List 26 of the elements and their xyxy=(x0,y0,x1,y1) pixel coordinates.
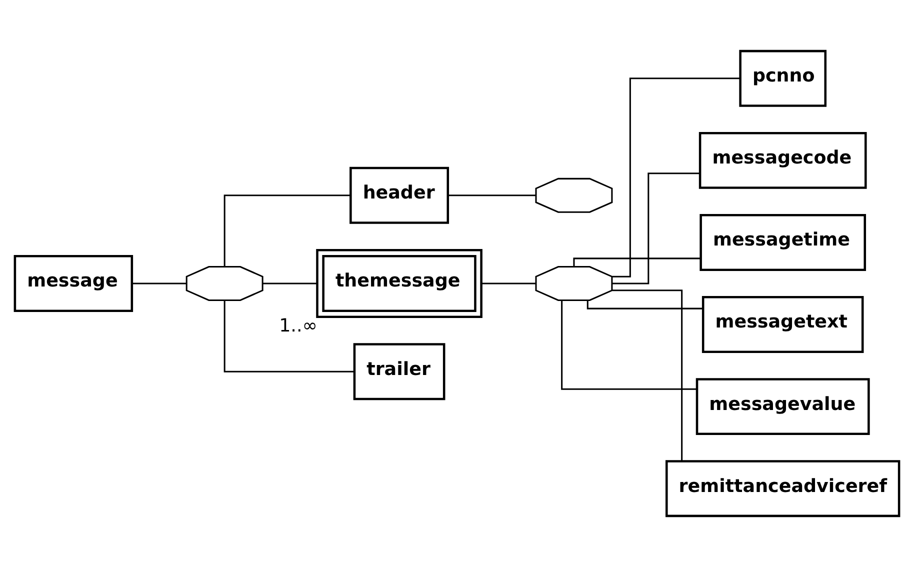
connector xyxy=(573,258,700,266)
node-box: messagetime xyxy=(700,214,866,271)
connector xyxy=(448,194,536,196)
node-box: themessage xyxy=(316,248,482,318)
node-box: trailer xyxy=(353,343,446,400)
connector xyxy=(612,78,740,278)
connector xyxy=(482,282,536,284)
connector xyxy=(612,290,683,461)
connector xyxy=(561,300,697,390)
connector xyxy=(612,172,700,284)
node-box: pcnno xyxy=(739,50,827,107)
node-box: messagecode xyxy=(698,132,867,189)
connector xyxy=(586,300,703,310)
connector xyxy=(224,300,354,372)
node-box: header xyxy=(350,166,450,224)
node-octagon xyxy=(535,266,613,301)
node-label: 1..∞ xyxy=(279,316,318,337)
node-box: message xyxy=(14,255,134,312)
connector xyxy=(132,282,187,284)
connector xyxy=(224,194,351,267)
node-box: messagetext xyxy=(702,296,864,353)
node-box: messagevalue xyxy=(696,378,870,436)
node-octagon xyxy=(535,178,613,213)
connector xyxy=(262,282,317,284)
node-octagon xyxy=(186,266,264,301)
node-box: remittanceadviceref xyxy=(666,460,900,518)
